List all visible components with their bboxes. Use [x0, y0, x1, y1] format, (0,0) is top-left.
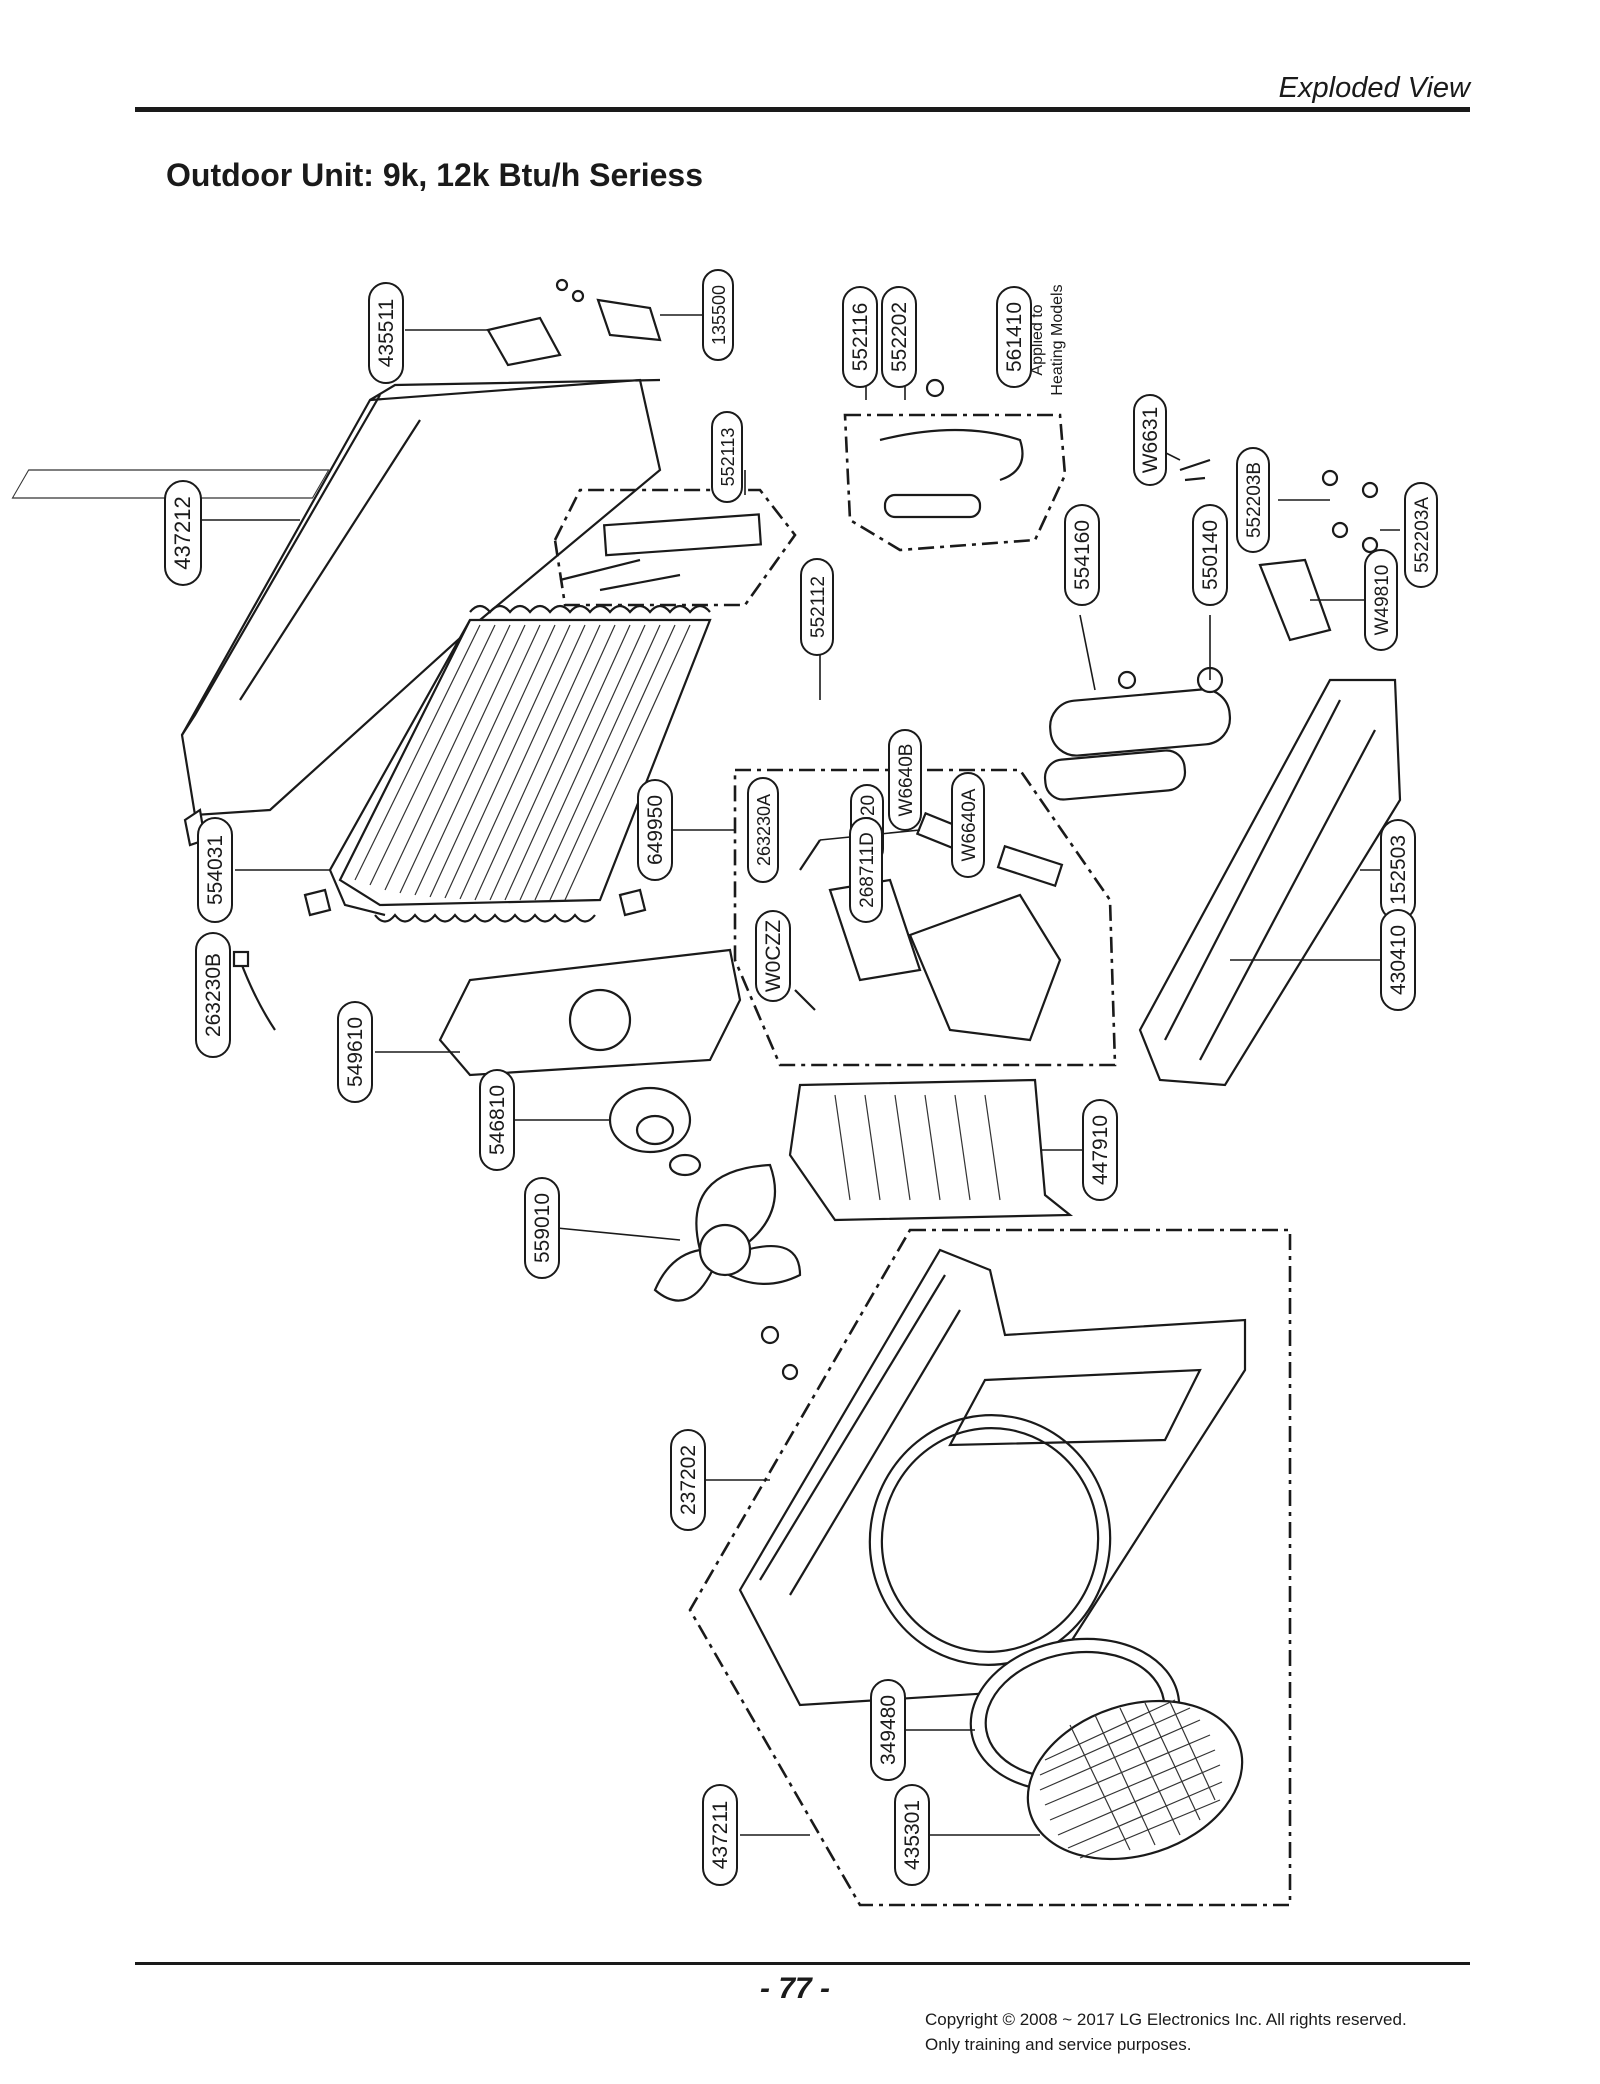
- part-label: 561410: [1003, 302, 1026, 372]
- part-label: 649950: [644, 795, 667, 865]
- part-label: 552116: [849, 303, 872, 372]
- part-label: 554031: [204, 835, 227, 905]
- page-title: Outdoor Unit: 9k, 12k Btu/h Seriess: [166, 157, 703, 193]
- motor-mount: [438, 948, 742, 1077]
- heating-models-note: Applied to Heating Models: [1029, 284, 1066, 395]
- copyright-notice: Copyright © 2008 ~ 2017 LG Electronics I…: [925, 2007, 1407, 2057]
- leader-lines: [200, 310, 1400, 1836]
- sensor-263230b: [232, 950, 276, 1031]
- note-line1: Applied to: [1029, 304, 1046, 375]
- cabinet-side-panel: [11, 378, 662, 817]
- section-header: Exploded View: [1278, 72, 1470, 104]
- header-rule: [135, 107, 1470, 112]
- part-label: 554160: [1071, 520, 1094, 590]
- part-label: W6631: [1139, 407, 1162, 474]
- copyright-line1: Copyright © 2008 ~ 2017 LG Electronics I…: [925, 2010, 1407, 2029]
- part-label: 559010: [531, 1193, 554, 1263]
- compressor: [1043, 666, 1232, 801]
- front-panel-group-437211: [688, 1228, 1292, 1907]
- part-label: 263230B: [202, 953, 225, 1037]
- page-number: - 77 -: [760, 1972, 831, 2005]
- part-label: 435301: [901, 1800, 924, 1870]
- footer-rule: [135, 1962, 1470, 1965]
- part-label: 552203A: [1412, 497, 1433, 573]
- part-label: 552112: [808, 576, 829, 638]
- condenser-coil: [328, 604, 712, 923]
- part-label: 552113: [718, 428, 738, 487]
- part-label: 430410: [1387, 925, 1410, 995]
- reversing-valve-group: [843, 413, 1067, 552]
- barrier-panel: [788, 1078, 1074, 1222]
- part-label: 152503: [1387, 835, 1410, 905]
- part-label: W49810: [1372, 565, 1393, 636]
- part-label: 546810: [486, 1085, 509, 1155]
- propeller-fan: [653, 1153, 802, 1381]
- cabinet-grille-slots: [239, 419, 421, 701]
- service-valves: [1258, 469, 1379, 642]
- w6631-clip: [1179, 458, 1211, 482]
- front-panel: [738, 1248, 1247, 1707]
- part-label: 349480: [877, 1695, 900, 1765]
- part-label: 552203B: [1244, 462, 1265, 538]
- part-label: 437211: [709, 1801, 732, 1870]
- part-label: 268711D: [857, 832, 878, 908]
- part-label: 237202: [677, 1445, 700, 1515]
- control-cover-part: [486, 278, 662, 367]
- part-label: W6640A: [959, 788, 980, 861]
- part-label: 447910: [1089, 1115, 1112, 1185]
- part-label: 263230A: [754, 794, 774, 866]
- part-label: 435511: [375, 299, 398, 368]
- control-box-group-649950: [733, 768, 1117, 1067]
- base-pan: [1138, 678, 1402, 1087]
- control-box: [794, 811, 1064, 1042]
- piping-group-552113: [553, 488, 797, 607]
- feet-clips: [183, 808, 647, 917]
- fan-grille: [1026, 1699, 1244, 1861]
- part-label: 437212: [170, 496, 195, 569]
- note-line2: Heating Models: [1049, 284, 1066, 395]
- part-label: W0CZZ: [762, 920, 785, 992]
- part-label: 552202: [888, 302, 911, 372]
- part-label: 550140: [1199, 520, 1222, 590]
- piping-assembly: [559, 513, 763, 592]
- fan-motor: [608, 1086, 692, 1154]
- part-labels: 435511 135500 552116 552202 561410 43721…: [164, 269, 1438, 1886]
- reversing-valve-assembly: [879, 378, 1024, 519]
- part-label: 549610: [344, 1017, 367, 1087]
- part-label: W6640B: [896, 744, 917, 817]
- copyright-line2: Only training and service purposes.: [925, 2035, 1192, 2054]
- part-label: 135500: [709, 285, 729, 345]
